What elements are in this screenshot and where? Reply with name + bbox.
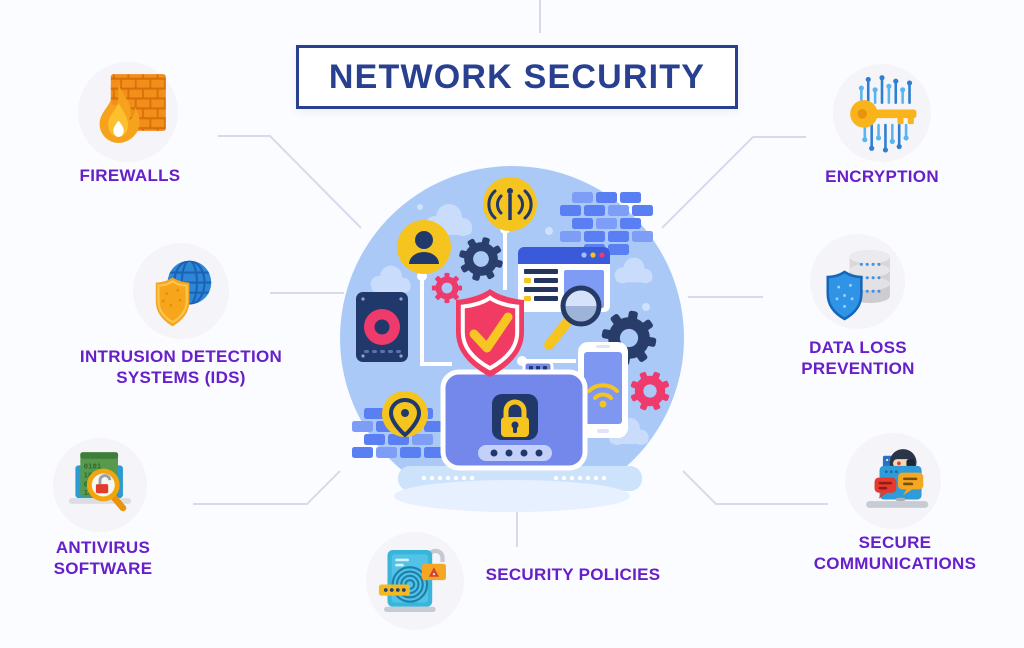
hacker-chat-laptop-icon (845, 433, 941, 529)
database-shield-icon (826, 249, 890, 320)
encryption-key-icon (850, 75, 917, 153)
connector-lines (193, 0, 828, 547)
location-pin-icon (382, 391, 428, 437)
database-shield-icon (810, 234, 905, 329)
svg-text:0101: 0101 (84, 462, 102, 471)
node-intrusion-detection-label: INTRUSION DETECTION SYSTEMS (IDS) (56, 346, 306, 388)
label-line: SECURE (858, 533, 932, 552)
node-antivirus-label: ANTIVIRUS SOFTWARE (13, 537, 193, 579)
label-line: PREVENTION (801, 359, 915, 378)
page-title: NETWORK SECURITY (296, 45, 738, 109)
label-line: COMMUNICATIONS (813, 554, 977, 573)
label-line: ENCRYPTION (825, 167, 939, 186)
storage-drive-icon (356, 292, 408, 362)
page-title-text: NETWORK SECURITY (328, 57, 706, 96)
user-badge-icon (397, 220, 451, 274)
shield-check-icon (456, 289, 524, 377)
laptop-magnifier-icon: 01011010011010 (68, 452, 132, 512)
firewall-flame-icon (78, 62, 178, 162)
password-dots (478, 445, 552, 461)
magnifier-icon (544, 285, 602, 350)
gear-icon (431, 231, 509, 304)
label-line: DATA LOSS (809, 338, 907, 357)
label-line: FIREWALLS (79, 166, 181, 185)
document-fingerprint-icon (366, 532, 464, 630)
label-line: ANTIVIRUS (55, 538, 151, 557)
svg-text:10: 10 (84, 488, 93, 497)
node-security-policies-label: SECURITY POLICIES (468, 564, 678, 585)
node-data-loss-prevention-label: DATA LOSS PREVENTION (768, 337, 948, 379)
document-fingerprint-icon (378, 548, 446, 612)
label-line: SYSTEMS (IDS) (116, 368, 246, 387)
laptop-magnifier-icon: 01011010011010 (53, 438, 147, 532)
node-firewalls-label: FIREWALLS (40, 165, 220, 186)
globe-shield-icon (155, 260, 212, 327)
globe-shield-icon (133, 243, 229, 339)
encryption-key-icon (833, 64, 931, 162)
firewall-flame-icon (99, 74, 166, 143)
hacker-chat-laptop-icon (866, 449, 929, 508)
base-platform (394, 466, 642, 512)
label-line: SECURITY POLICIES (485, 565, 661, 584)
router-lock-icon (440, 360, 588, 471)
label-line: INTRUSION DETECTION (79, 347, 283, 366)
smartphone-wifi-icon (578, 342, 628, 438)
gear-icon (597, 306, 676, 417)
node-secure-communications-label: SECURE COMMUNICATIONS (775, 532, 1015, 574)
label-line: SOFTWARE (53, 559, 153, 578)
antenna-signal-icon (483, 177, 537, 231)
node-encryption-label: ENCRYPTION (792, 166, 972, 187)
